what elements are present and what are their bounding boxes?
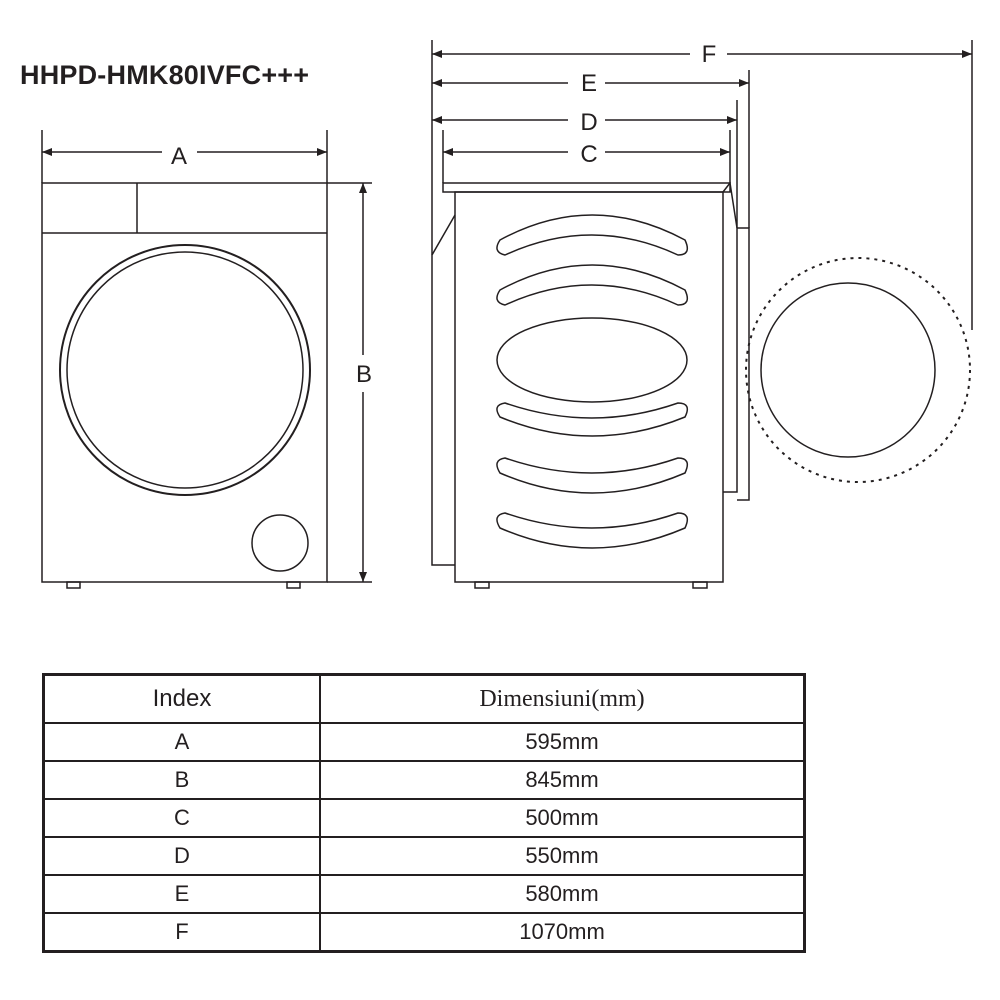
value-cell: 845mm — [319, 760, 806, 800]
label-f: F — [702, 41, 717, 68]
model-title: HHPD-HMK80IVFC+++ — [20, 60, 310, 90]
label-c: C — [580, 141, 597, 168]
vent-slots — [496, 214, 689, 549]
value-cell: 595mm — [319, 722, 806, 762]
index-cell: D — [42, 836, 321, 876]
table-header: Index Dimensiuni(mm) — [42, 673, 806, 724]
side-view — [431, 40, 973, 589]
label-a: A — [171, 143, 187, 170]
value-cell: 550mm — [319, 836, 806, 876]
index-cell: F — [42, 912, 321, 953]
open-door — [760, 282, 936, 458]
door-outer — [59, 244, 311, 496]
index-cell: E — [42, 874, 321, 914]
index-cell: C — [42, 798, 321, 838]
filter-cover — [251, 514, 309, 572]
value-cell: 500mm — [319, 798, 806, 838]
value-cell: 580mm — [319, 874, 806, 914]
open-door-dotted — [745, 257, 971, 483]
header-dimensions: Dimensiuni(mm) — [319, 673, 806, 724]
label-d: D — [580, 109, 597, 136]
value-cell: 1070mm — [319, 912, 806, 953]
label-e: E — [581, 70, 597, 97]
label-b: B — [356, 361, 372, 388]
header-index: Index — [42, 673, 321, 724]
index-cell: B — [42, 760, 321, 800]
front-view — [41, 130, 372, 589]
door-inner — [66, 251, 304, 489]
index-cell: A — [42, 722, 321, 762]
